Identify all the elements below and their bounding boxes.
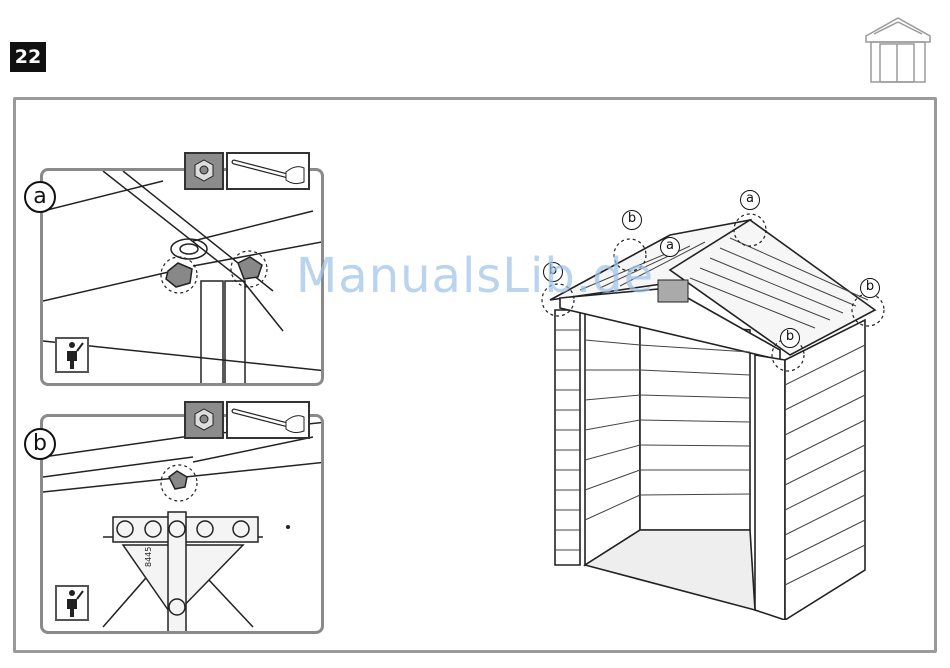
wrench-in-hand-icon — [226, 401, 310, 439]
shed-assembly-illustration — [540, 180, 890, 620]
hex-nut-icon — [184, 401, 224, 439]
callout-b-left-edge: b — [543, 262, 563, 282]
callout-a-roof-center: a — [660, 237, 680, 257]
part-code: 8445 — [144, 547, 153, 567]
callout-b-front-corner: b — [780, 328, 800, 348]
shed-outline-icon — [862, 14, 934, 84]
person-with-arm-raised-icon — [55, 585, 89, 621]
detail-b-label: b — [24, 428, 56, 460]
wrench-in-hand-icon — [226, 152, 310, 190]
callout-a-roof-top-right: a — [740, 190, 760, 210]
person-with-arm-raised-icon — [55, 337, 89, 373]
detail-panel-a — [40, 168, 324, 386]
callout-b-right-edge: b — [860, 278, 880, 298]
hex-nut-icon — [184, 152, 224, 190]
callout-b-top-left: b — [622, 210, 642, 230]
detail-a-label: a — [24, 181, 56, 213]
step-number: 22 — [10, 42, 46, 72]
detail-panel-b: 8445 — [40, 414, 324, 634]
